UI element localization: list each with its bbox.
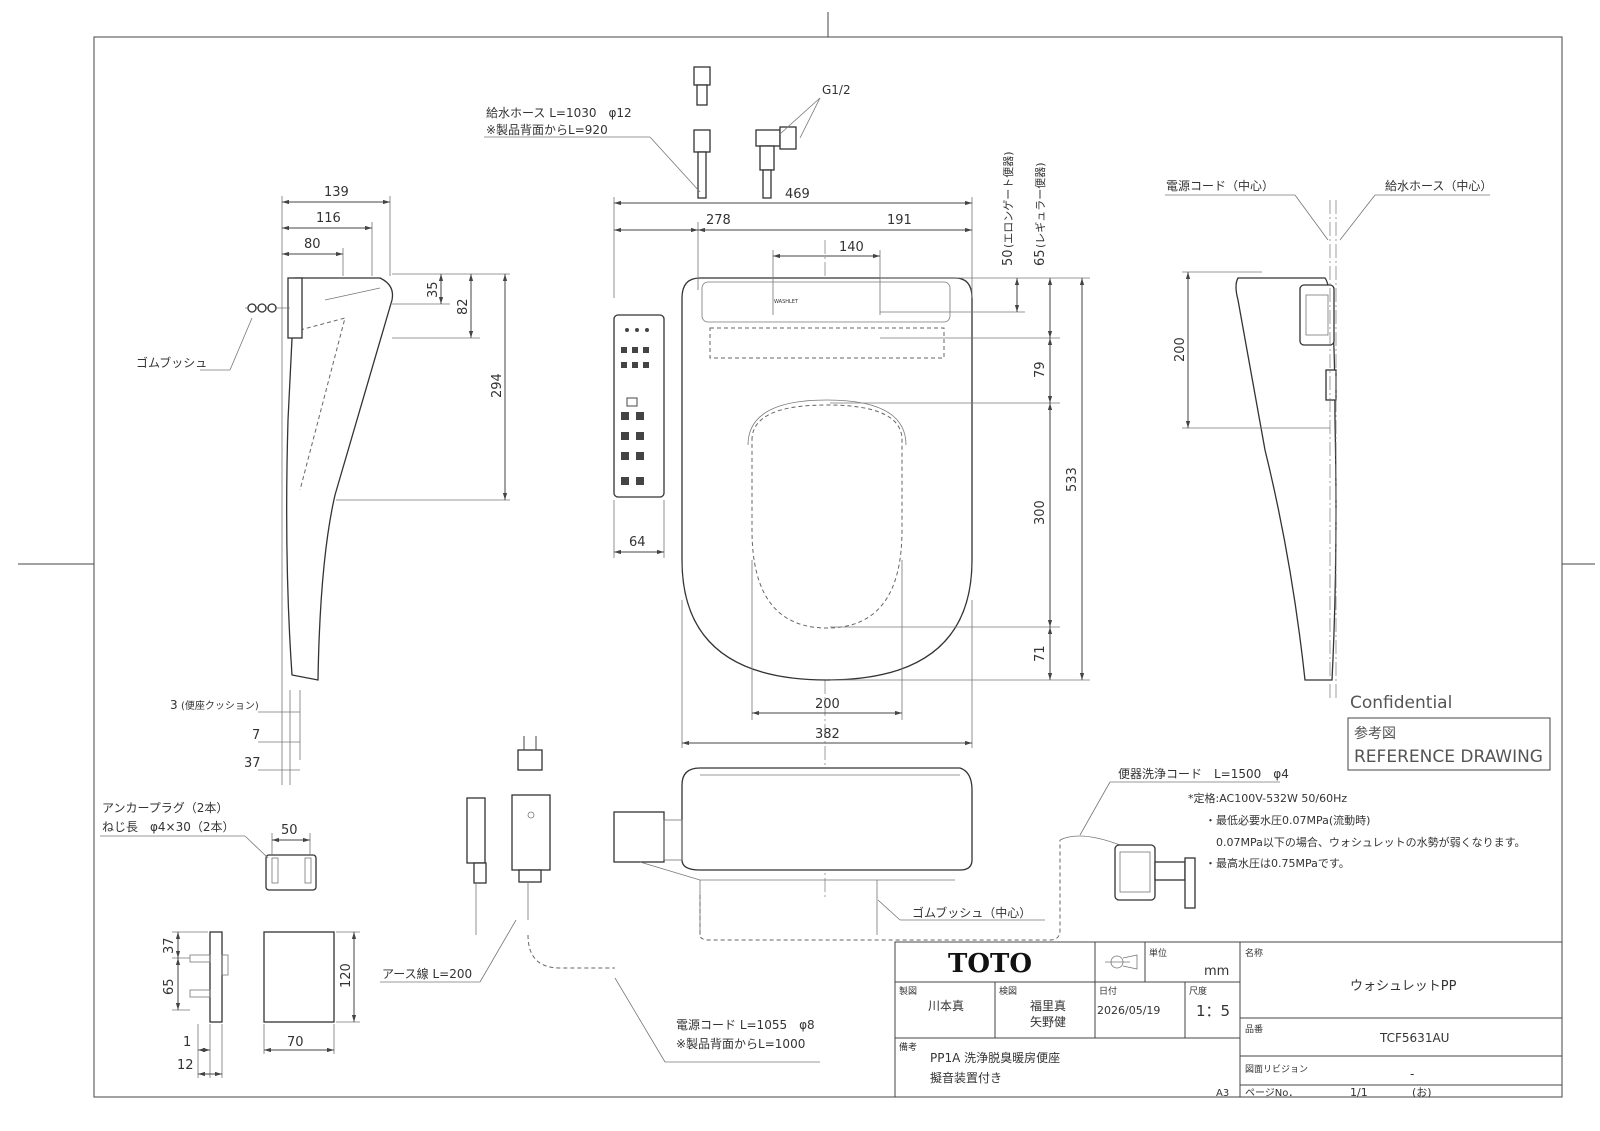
dim-469: 469 [785,187,810,202]
date-value: 2026/05/19 [1097,1004,1160,1017]
water-hose-fitting [693,66,797,199]
dim-116: 116 [316,211,341,226]
revision-value: - [1410,1067,1414,1081]
dim-300: 300 [1033,500,1048,525]
bracket-dim-120: 120 [339,963,354,988]
spec-min-pressure: ・最低必要水圧0.07MPa(流動時) [1205,813,1370,827]
remarks-1: PP1A 洗浄脱臭暖房便座 [930,1050,1060,1065]
power-cord-label-2: ※製品背面からL=1000 [676,1037,805,1051]
dim-294: 294 [490,373,505,398]
g-thread-label: G1/2 [822,83,851,97]
page-value: 1/1 [1350,1086,1368,1099]
note-regular: (レギュラー便器) [1034,162,1047,248]
name-label: 名称 [1245,947,1263,959]
note-elongate: (エロンゲート便器) [1002,151,1015,248]
anchor-plug [100,833,317,891]
dim-200-top: 200 [815,697,840,712]
dim-37-left: 37 [244,756,261,771]
bracket-dim-37: 37 [162,937,177,954]
anchor-label-2: ねじ長 φ4×30（2本） [102,820,235,834]
dim-139: 139 [324,185,349,200]
water-hose-label-1: 給水ホース L=1030 φ12 [486,106,632,120]
power-cord-label-1: 電源コード L=1055 φ8 [676,1018,815,1032]
dim-7: 7 [252,728,260,743]
anchor-dim-50: 50 [281,823,298,838]
earth-wire-label: アース線 L=200 [382,966,472,981]
top-view-dimensions [613,197,1090,748]
reference-en: REFERENCE DRAWING [1354,747,1543,767]
dim-50: 50 [1001,249,1016,266]
product-name: ウォシュレットPP [1350,979,1457,994]
sheet-size: A3 [1216,1088,1229,1099]
scale-value: 1：5 [1196,1002,1230,1020]
part-label: 品番 [1245,1023,1263,1035]
reference-jp: 参考図 [1354,725,1396,742]
drawn-by: 川本真 [928,999,964,1013]
unit-label: 単位 [1149,947,1167,959]
page-suffix: (お) [1412,1086,1432,1099]
cleaning-valve [1059,835,1196,909]
dim-35: 35 [426,281,441,298]
dim-191: 191 [887,213,912,228]
reference-drawing-box [1347,717,1551,771]
date-label: 日付 [1099,986,1117,997]
power-cord-center-label: 電源コード（中心） [1166,178,1274,193]
checked-by-1: 福里真 [1030,998,1066,1013]
left-side-view [245,277,394,681]
toto-logo: TOTO [948,949,1032,979]
gum-bush-label: ゴムブッシュ [136,355,207,370]
dim-71: 71 [1033,645,1048,662]
anchor-label-1: アンカープラグ（2本） [102,801,228,815]
washlet-logo: WASHLET [774,299,799,305]
dim-140: 140 [839,240,864,255]
confidential-stamp: Confidential [1350,693,1452,713]
unit-value: mm [1204,964,1229,979]
dim-3: 3 [170,698,178,712]
bracket-dim-12: 12 [177,1058,194,1073]
dim-382: 382 [815,727,840,742]
bracket-dim-1: 1 [183,1035,191,1050]
dim-82: 82 [456,298,471,315]
dim-65: 65 [1033,249,1048,266]
dim-200-right: 200 [1173,337,1188,362]
spec-rating: *定格:AC100V-532W 50/60Hz [1188,791,1347,805]
remarks-2: 擬音装置付き [930,1070,1002,1085]
spec-low-pressure-note: 0.07MPa以下の場合、ウォシュレットの水勢が弱くなります。 [1216,835,1526,849]
remarks-label: 備考 [899,1041,917,1053]
scale-label: 尺度 [1189,985,1207,997]
part-number: TCF5631AU [1379,1031,1449,1045]
title-block [894,941,1563,1098]
bracket-dim-70: 70 [287,1035,304,1050]
revision-label: 図面リビジョン [1245,1064,1308,1075]
bracket [172,931,360,1078]
dim-278: 278 [706,213,731,228]
left-side-dimensions [200,196,510,785]
drawn-label: 製図 [899,985,917,997]
note-cushion: (便座クッション) [181,699,259,712]
front-view [613,767,1061,941]
checked-label: 検図 [999,985,1017,997]
water-hose-center-label: 給水ホース（中心） [1385,178,1492,193]
gum-bush-center-label: ゴムブッシュ（中心） [912,905,1031,920]
power-plug [466,736,615,969]
toilet-cord-label: 便器洗浄コード L=1500 φ4 [1118,767,1289,781]
checked-by-2: 矢野健 [1030,1015,1066,1029]
page-label: ページNo． [1245,1088,1298,1099]
water-hose-label-2: ※製品背面からL=920 [486,123,608,137]
right-side-dimensions [1165,194,1490,429]
spec-max-pressure: ・最高水圧は0.75MPaです。 [1205,856,1350,870]
dim-79: 79 [1033,361,1048,378]
dim-64: 64 [629,535,646,550]
right-side-view [1235,200,1337,700]
dim-533: 533 [1065,467,1080,492]
dim-80: 80 [304,237,321,252]
bracket-dim-65: 65 [162,978,177,995]
